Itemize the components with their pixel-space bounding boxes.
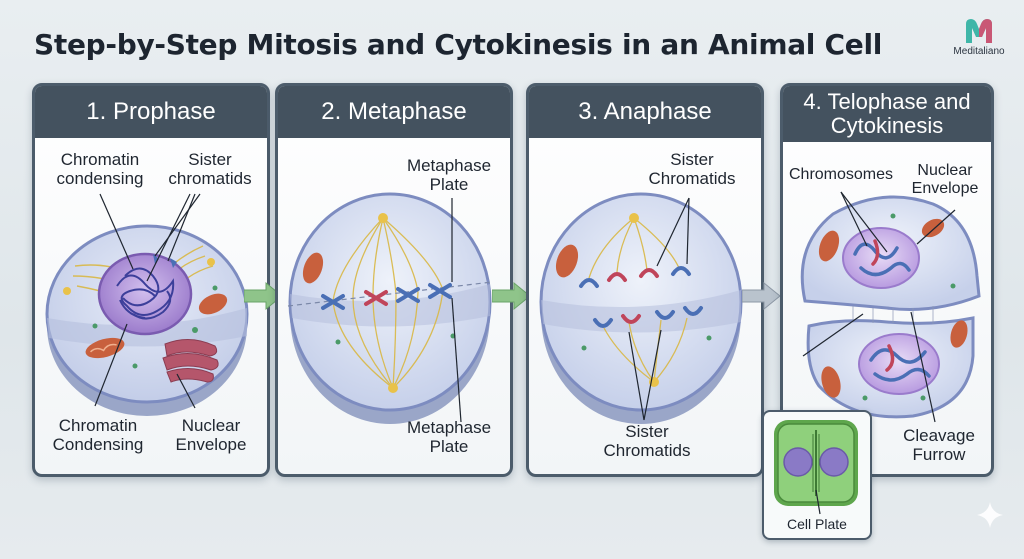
label-cell-plate: Cell Plate [787,516,847,532]
panel-metaphase: 2. Metaphase [275,83,513,477]
label-chromosomes: Chromosomes [789,166,894,183]
label-metaphase-plate-bottom: Metaphase Plate [406,418,492,456]
arrow-right-icon [742,281,781,311]
arrow-right-icon [244,281,283,311]
cell-plate-inset: Cell Plate [762,410,872,540]
panel-anaphase: 3. Anaphase [526,83,764,477]
anaphase-cell-illustration [539,192,743,424]
m-logo-icon [966,19,992,43]
label-metaphase-plate-top: Metaphase Plate [406,156,492,194]
arrow-right-icon [492,281,531,311]
panel-title: 3. Anaphase [529,86,761,138]
panel-prophase: 1. Prophase [32,83,270,477]
label-sister-chromatids-top: Sister Chromatids [648,150,736,188]
panel-title: 2. Metaphase [278,86,510,138]
page-title: Step-by-Step Mitosis and Cytokinesis in … [34,28,883,61]
label-chromatin-condensing-top: Chromatin condensing [56,150,144,188]
panel-title: 1. Prophase [35,86,267,138]
prophase-cell-illustration [45,193,249,416]
label-nuclear-envelope: Nuclear Envelope [911,162,979,197]
label-cleavage-furrow: Cleavage Furrow [903,426,975,464]
label-nuclear-envelope: Nuclear Envelope [175,416,247,454]
panel-telophase-cytokinesis: 4. Telophase and Cytokinesis [780,83,994,477]
label-sister-chromatids: Sister chromatids [168,150,252,188]
sparkle-icon [977,502,1003,528]
panel-title: 4. Telophase and Cytokinesis [783,86,991,142]
metaphase-cell-illustration [287,192,493,424]
brand-name: Meditaliano [953,46,1005,57]
label-sister-chromatids-bottom: Sister Chromatids [603,422,691,460]
plant-cell-illustration [774,420,858,515]
telophase-cell-illustration [800,191,981,423]
label-chromatin-condensing-bottom: Chromatin Condensing [52,416,144,454]
